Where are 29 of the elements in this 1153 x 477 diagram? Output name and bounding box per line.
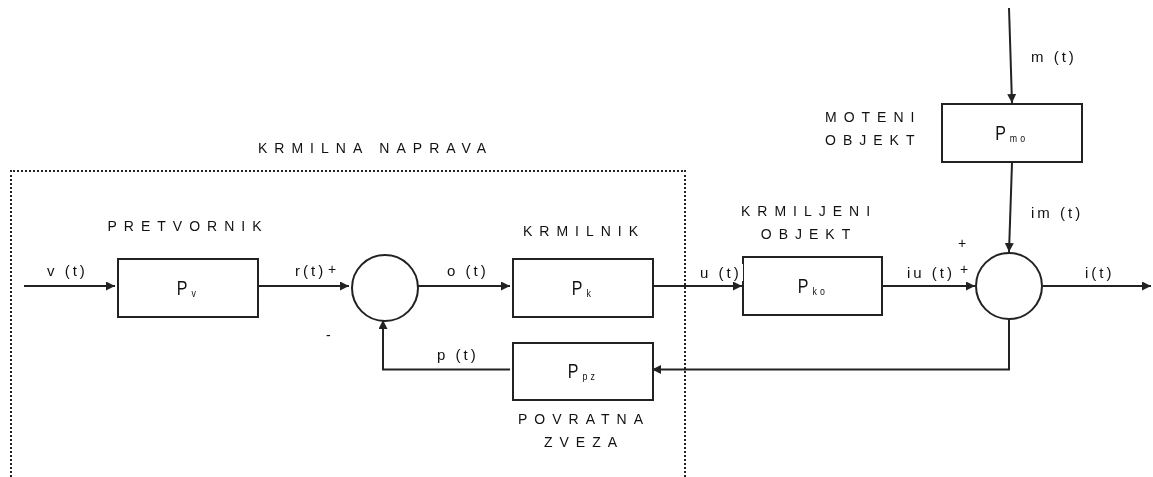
sign-mark: + — [958, 236, 967, 250]
block-caption: PRETVORNIK — [106, 217, 270, 236]
sign-mark: + — [328, 262, 337, 276]
signal-arrow — [378, 319, 511, 371]
transfer-function: P$_{pz}$ — [567, 360, 599, 383]
transfer-function: P$_{mo}$ — [995, 121, 1029, 145]
sign-mark: + — [960, 262, 969, 276]
block-caption: POVRATNA ZVEZA — [517, 410, 651, 452]
block-caption: KRMILJENI OBJEKT — [739, 202, 879, 244]
sign-mark: - — [326, 328, 331, 342]
block-caption: KRMILNIK — [521, 222, 647, 241]
transfer-function: P$_{ko}$ — [797, 274, 828, 298]
group-heading: KRMILNA NAPRAVA — [258, 139, 494, 158]
controlled-object-block — [742, 256, 883, 316]
signal-label: u (t) — [699, 264, 743, 281]
krmilnik-block — [512, 258, 654, 318]
transfer-function: P$_{v}$ — [176, 276, 200, 300]
transfer-function: P$_{k}$ — [571, 276, 595, 300]
disturbance-block — [941, 103, 1083, 163]
block-caption: MOTENI OBJEKT — [825, 108, 923, 150]
summing-junction — [351, 254, 419, 322]
feedback-block — [512, 342, 654, 401]
pretvornik-block — [117, 258, 259, 318]
signal-arrow — [882, 281, 976, 291]
summing-junction — [975, 252, 1043, 320]
signal-arrow — [23, 281, 116, 291]
signal-arrow — [1004, 162, 1014, 253]
signal-arrow — [1007, 7, 1017, 104]
signal-arrow — [1042, 281, 1152, 291]
